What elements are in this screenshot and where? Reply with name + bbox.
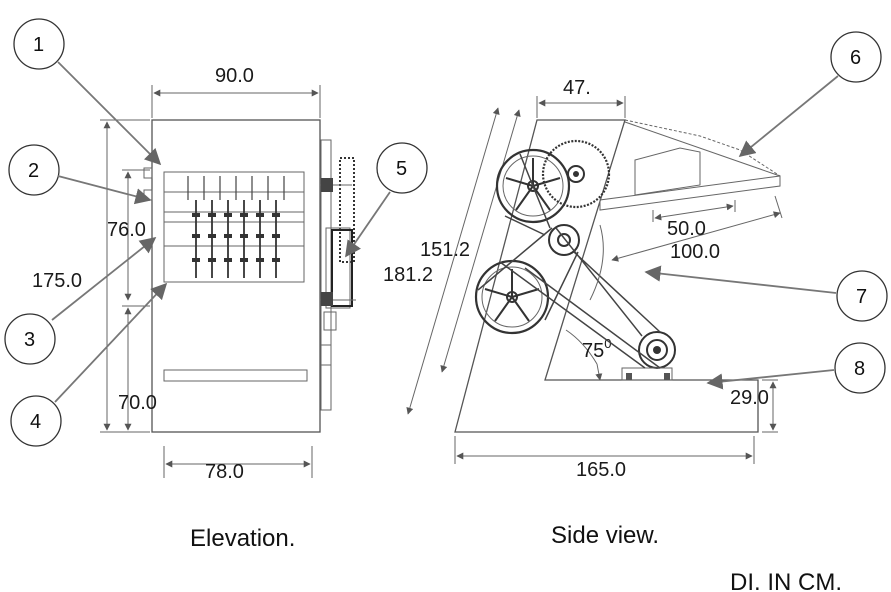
dim-arm: 50.0 xyxy=(667,218,706,240)
side-drive-assembly xyxy=(320,139,356,411)
callouts: 1 2 3 4 5 6 7 xyxy=(4,18,888,447)
callout-3: 3 xyxy=(4,236,157,365)
svg-text:7: 7 xyxy=(856,286,867,308)
svg-text:3: 3 xyxy=(24,329,35,351)
caption-elevation: Elevation. xyxy=(190,525,295,552)
dim-base-length: 165.0 xyxy=(576,459,626,481)
callout-6: 6 xyxy=(738,31,882,158)
callout-8: 8 xyxy=(706,342,886,394)
hopper-box xyxy=(163,171,305,283)
motor xyxy=(621,331,676,381)
dim-height-lower: 70.0 xyxy=(118,392,157,414)
feed-tray xyxy=(599,175,781,211)
elevation-view: 90.0 175.0 76.0 70.0 78.0 xyxy=(32,65,356,483)
units-note: DI. IN CM. xyxy=(730,569,842,592)
side-view: 47. 151.2 181.2 165.0 29.0 750 50.0 100.… xyxy=(383,77,783,481)
svg-text:4: 4 xyxy=(30,411,41,433)
drive-belts xyxy=(477,153,661,369)
elevation-frame xyxy=(151,119,321,433)
callout-4: 4 xyxy=(10,282,168,447)
lower-pulley xyxy=(474,259,550,335)
callout-7: 7 xyxy=(644,265,888,322)
dim-slant-outer: 181.2 xyxy=(383,264,433,286)
callout-5: 5 xyxy=(345,142,428,258)
discharge-slot xyxy=(163,369,308,382)
callout-1: 1 xyxy=(13,18,162,166)
gear-wheel xyxy=(541,139,611,209)
svg-text:1: 1 xyxy=(33,34,44,56)
dim-width-top: 90.0 xyxy=(215,65,254,87)
svg-text:8: 8 xyxy=(854,358,865,380)
callout-2: 2 xyxy=(8,144,152,205)
dim-base-height: 29.0 xyxy=(730,387,769,409)
svg-text:6: 6 xyxy=(850,47,861,69)
idler-pulley xyxy=(548,224,580,256)
comb-tines xyxy=(187,176,285,200)
dim-slant-inner: 151.2 xyxy=(420,239,470,261)
dim-angle: 750 xyxy=(582,336,611,362)
dim-height-upper: 76.0 xyxy=(107,219,146,241)
side-frame xyxy=(454,119,759,433)
svg-text:5: 5 xyxy=(396,158,407,180)
dim-top: 47. xyxy=(563,77,591,99)
svg-text:2: 2 xyxy=(28,160,39,182)
top-pulley xyxy=(495,148,571,224)
caption-side-view: Side view. xyxy=(551,522,659,549)
rod-nuts xyxy=(192,213,280,262)
dim-height-total: 175.0 xyxy=(32,270,82,292)
dim-width-bottom: 78.0 xyxy=(205,461,244,483)
dim-arm-total: 100.0 xyxy=(670,241,720,263)
